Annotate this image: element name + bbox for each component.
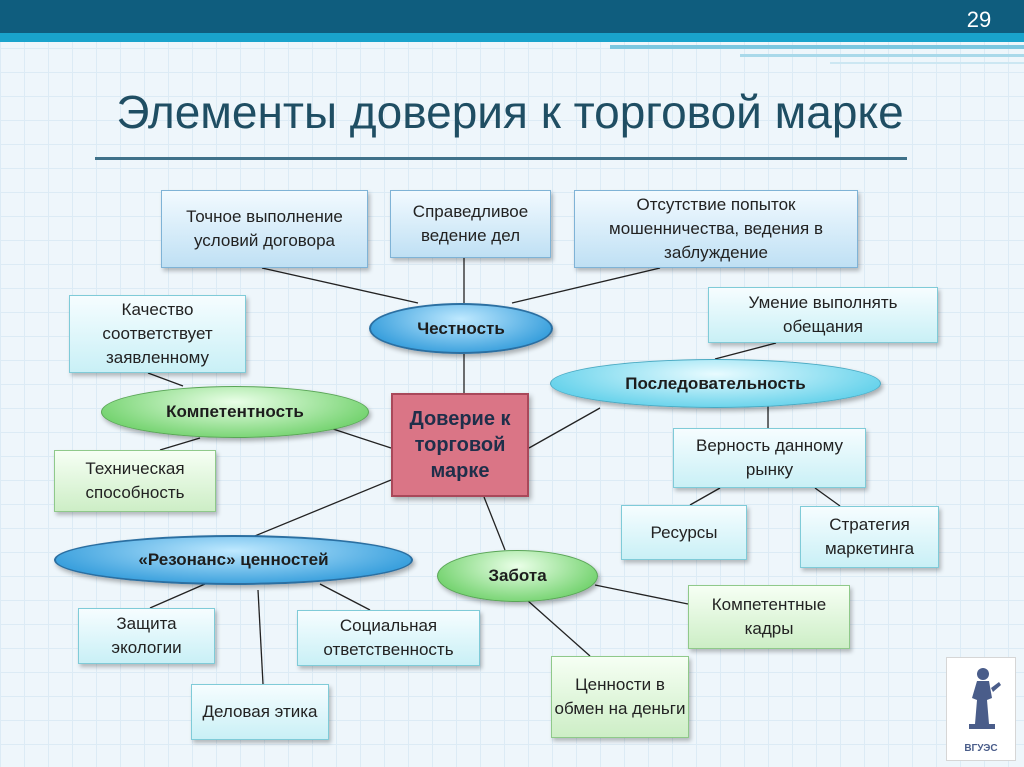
center-node: Доверие к торговой марке <box>391 393 529 497</box>
connector-line <box>147 372 184 387</box>
connector-line <box>329 427 392 449</box>
logo-caption: ВГУЭС <box>964 743 998 754</box>
box-ethics: Деловая этика <box>191 684 329 740</box>
connector-line <box>483 496 506 551</box>
box-marketing-strategy: Стратегия маркетинга <box>800 506 939 568</box>
box-fair-dealing: Справедливое ведение дел <box>390 190 551 258</box>
connector-line <box>319 583 371 611</box>
slide-title: Элементы доверия к торговой марке <box>116 86 904 138</box>
header-stripe <box>740 54 1024 57</box>
box-competent-staff: Компетентные кадры <box>688 585 850 649</box>
node-resonance: «Резонанс» ценностей <box>54 535 413 585</box>
connector-line <box>814 487 841 507</box>
university-logo: ВГУЭС <box>946 657 1016 761</box>
connector-line <box>714 342 777 360</box>
box-value-for-money: Ценности в обмен на деньги <box>551 656 689 738</box>
box-technical: Техническая способность <box>54 450 216 512</box>
box-no-fraud: Отсутствие попыток мошенничества, ведени… <box>574 190 858 268</box>
box-contract: Точное выполнение условий договора <box>161 190 368 268</box>
connector-line <box>257 589 264 685</box>
header-stripe <box>830 62 1024 64</box>
logo-figure-icon <box>969 668 1001 729</box>
connector-line <box>528 407 601 449</box>
box-quality: Качество соответствует заявленному <box>69 295 246 373</box>
slide-number: 29 <box>966 7 992 32</box>
connector-line <box>261 267 419 304</box>
header-bar-accent <box>0 33 1024 42</box>
box-market-loyalty: Верность данному рынку <box>673 428 866 488</box>
box-resources: Ресурсы <box>621 505 747 560</box>
connector-line <box>511 267 661 304</box>
box-keep-promises: Умение выполнять обещания <box>708 287 938 343</box>
box-social: Социальная ответственность <box>297 610 480 666</box>
connector-line <box>689 487 721 506</box>
title-underline <box>95 157 907 160</box>
connector-line <box>244 479 392 541</box>
node-consistency: Последовательность <box>550 359 881 408</box>
node-honesty: Честность <box>369 303 553 354</box>
box-ecology: Защита экологии <box>78 608 215 664</box>
node-care: Забота <box>437 550 598 602</box>
node-competence: Компетентность <box>101 386 369 438</box>
connector-line <box>149 583 206 609</box>
header-bar-dark <box>0 0 1024 33</box>
connector-line <box>594 584 689 605</box>
header-stripe <box>610 45 1024 49</box>
connector-line <box>159 437 201 451</box>
connector-line <box>526 599 591 657</box>
